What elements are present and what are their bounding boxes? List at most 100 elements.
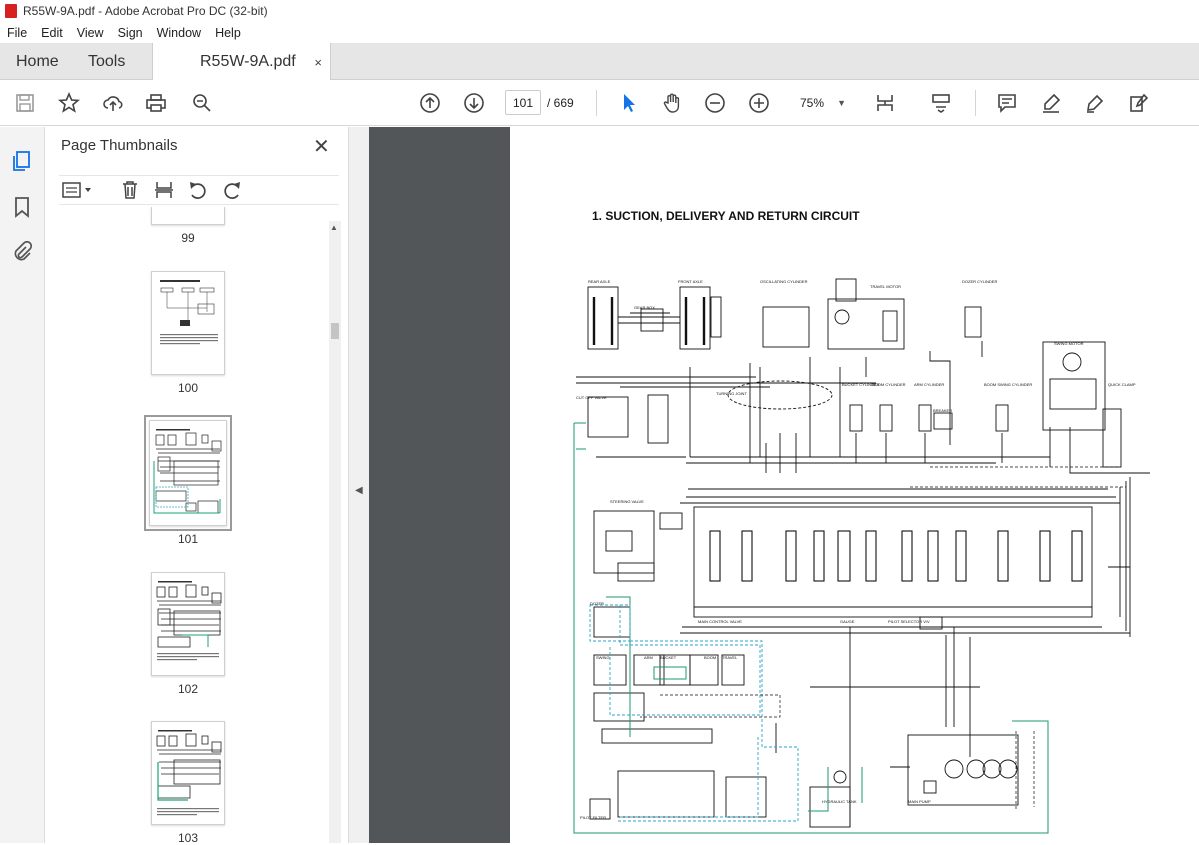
- rotate-right-icon[interactable]: [221, 179, 243, 201]
- thumbnail-label: 102: [177, 682, 199, 696]
- scrollbar-thumb[interactable]: [331, 323, 339, 339]
- label-swing-motor: SWING MOTOR: [1054, 341, 1084, 346]
- label-pilot-selector-valve: PILOT SELECTOR V/V: [888, 619, 930, 624]
- menu-help[interactable]: Help: [215, 25, 241, 40]
- panel-title: Page Thumbnails: [61, 137, 178, 154]
- label-hydraulic-tank: HYDRAULIC TANK: [822, 799, 857, 804]
- page-fit-icon[interactable]: [873, 91, 897, 115]
- thumbnail-page-100[interactable]: [151, 271, 225, 375]
- label-main-pump: MAIN PUMP: [908, 799, 931, 804]
- rotate-left-icon[interactable]: [187, 179, 209, 201]
- thumbnail-tools: [59, 175, 339, 205]
- zoom-in-icon[interactable]: [747, 91, 771, 115]
- tab-close-icon[interactable]: ×: [314, 54, 322, 70]
- menu-bar: File Edit View Sign Window Help: [0, 22, 1199, 43]
- thumbnail-page-99[interactable]: [151, 207, 225, 225]
- page-down-icon[interactable]: [462, 91, 486, 115]
- toolbar-divider: [975, 90, 976, 116]
- tab-bar: Home Tools R55W-9A.pdf ×: [0, 43, 1199, 81]
- label-boom: BOOM: [704, 655, 716, 660]
- attachments-icon[interactable]: [10, 240, 34, 264]
- edit-icon[interactable]: [1127, 91, 1151, 115]
- close-icon[interactable]: ✕: [313, 136, 330, 158]
- label-swing: SWING: [596, 655, 610, 660]
- menu-edit[interactable]: Edit: [41, 25, 63, 40]
- print-icon[interactable]: [144, 91, 168, 115]
- extract-page-icon[interactable]: [153, 179, 175, 201]
- acrobat-icon: [5, 4, 17, 18]
- main-toolbar: 101 / 669 75% ▼: [0, 80, 1199, 126]
- panel-collapse-handle[interactable]: ◀: [349, 127, 369, 843]
- tab-document[interactable]: R55W-9A.pdf ×: [152, 43, 331, 81]
- window-title: R55W-9A.pdf - Adobe Acrobat Pro DC (32-b…: [23, 4, 268, 18]
- hand-icon[interactable]: [660, 91, 684, 115]
- chevron-left-icon: ◀: [355, 485, 363, 496]
- label-pilot-filter: PILOT FILTER: [580, 815, 606, 820]
- menu-view[interactable]: View: [76, 25, 104, 40]
- tab-document-label: R55W-9A.pdf: [200, 53, 296, 70]
- save-icon[interactable]: [13, 91, 37, 115]
- upload-icon[interactable]: [101, 91, 125, 115]
- thumbnail-page-102[interactable]: [151, 572, 225, 676]
- bookmarks-icon[interactable]: [10, 195, 34, 219]
- highlight-icon[interactable]: [1039, 91, 1063, 115]
- label-turning-joint: TURNING JOINT: [716, 391, 747, 396]
- page-number-input[interactable]: 101: [505, 90, 541, 115]
- chevron-down-icon: ▼: [837, 98, 846, 108]
- scroll-mode-icon[interactable]: [929, 91, 953, 115]
- page-up-icon[interactable]: [418, 91, 442, 115]
- sign-icon[interactable]: [1083, 91, 1107, 115]
- left-navigation-rail: [0, 127, 45, 843]
- menu-sign[interactable]: Sign: [117, 25, 143, 40]
- select-cursor-icon[interactable]: [617, 91, 641, 115]
- thumbnails-panel: Page Thumbnails ✕ 99 100 101 102 103 ▲: [45, 127, 349, 845]
- label-travel-motor: TRAVEL MOTOR: [870, 284, 901, 289]
- menu-file[interactable]: File: [7, 25, 28, 40]
- zoom-dropdown[interactable]: 75% ▼: [793, 91, 850, 115]
- menu-window[interactable]: Window: [156, 25, 202, 40]
- label-boom-swing-cylinder: BOOM SWING CYLINDER: [984, 382, 1032, 387]
- label-oscillating-cylinder: OSCILLATING CYLINDER: [760, 279, 808, 284]
- thumbnail-label: 100: [177, 381, 199, 395]
- label-cut-off-valve: CUT OFF VALVE: [576, 395, 607, 400]
- thumbnail-options-icon[interactable]: [61, 179, 95, 201]
- label-main-control-valve: MAIN CONTROL VALVE: [698, 619, 742, 624]
- zoom-value: 75%: [800, 96, 825, 110]
- label-travel: TRAVEL: [722, 655, 738, 660]
- delete-page-icon[interactable]: [119, 179, 141, 201]
- label-front-axle: FRONT AXLE: [678, 279, 703, 284]
- thumbnail-scrollbar[interactable]: ▲: [329, 221, 341, 843]
- thumbnail-page-101[interactable]: [144, 415, 232, 531]
- label-arm: ARM: [644, 655, 653, 660]
- label-steering-valve: STEERING VALVE: [610, 499, 644, 504]
- thumbnail-label: 101: [177, 532, 199, 546]
- label-bucket-cylinder: BUCKET CYLINDER: [842, 382, 880, 387]
- label-breaker: BREAKER: [933, 408, 952, 413]
- document-viewer[interactable]: 1. SUCTION, DELIVERY AND RETURN CIRCUIT: [369, 127, 1199, 843]
- hydraulic-schematic: REAR AXLE FRONT AXLE GEAR BOX OSCILLATIN…: [573, 278, 1150, 834]
- search-zoom-icon[interactable]: [190, 91, 214, 115]
- tab-tools[interactable]: Tools: [88, 52, 126, 70]
- zoom-out-icon[interactable]: [703, 91, 727, 115]
- bookmark-star-icon[interactable]: [57, 91, 81, 115]
- label-gauge: GAUGE: [840, 619, 855, 624]
- thumbnail-label: 99: [181, 231, 195, 245]
- thumbnail-page-103[interactable]: [151, 721, 225, 825]
- label-arm-cylinder: ARM CYLINDER: [914, 382, 944, 387]
- label-dozer-cylinder: DOZER CYLINDER: [962, 279, 997, 284]
- title-bar: R55W-9A.pdf - Adobe Acrobat Pro DC (32-b…: [0, 0, 1199, 22]
- pdf-page: 1. SUCTION, DELIVERY AND RETURN CIRCUIT: [510, 127, 1199, 843]
- label-boom-cylinder: BOOM CYLINDER: [872, 382, 906, 387]
- label-bucket: BUCKET: [660, 655, 677, 660]
- page-heading: 1. SUCTION, DELIVERY AND RETURN CIRCUIT: [592, 209, 860, 223]
- page-thumbnails-icon[interactable]: [10, 149, 34, 173]
- toolbar-divider: [596, 90, 597, 116]
- label-gear-box: GEAR BOX: [634, 305, 655, 310]
- label-rear-axle: REAR AXLE: [588, 279, 611, 284]
- tab-home[interactable]: Home: [16, 52, 59, 70]
- comment-icon[interactable]: [995, 91, 1019, 115]
- thumbnail-label: 103: [177, 831, 199, 845]
- page-total: / 669: [547, 96, 574, 110]
- scroll-up-icon[interactable]: ▲: [330, 223, 338, 232]
- label-dozer: DOZER: [590, 601, 604, 606]
